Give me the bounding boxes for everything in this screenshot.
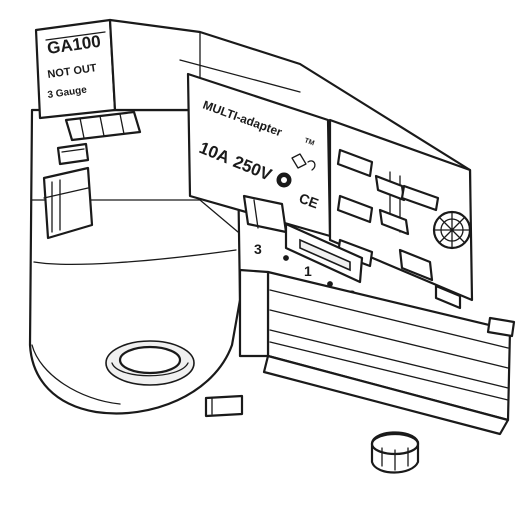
side-clip: [42, 166, 94, 240]
bottom-latch: [204, 394, 244, 418]
approval-mark-icon: [291, 153, 316, 171]
coupler-cylinder: [28, 108, 244, 418]
bayonet-cap-icon: [370, 431, 420, 474]
side-marking-line3: 3 Gauge: [47, 85, 88, 101]
phase-position-1: 1: [304, 263, 312, 279]
contact-mechanism: [328, 118, 474, 310]
ce-mark-icon: CE: [297, 190, 321, 212]
rotary-knob-icon: [432, 210, 472, 250]
certification-mark-icon: [276, 172, 292, 188]
label-trademark: TM: [303, 137, 315, 147]
svg-text:CE: CE: [297, 190, 321, 212]
phase-position-3: 3: [254, 241, 262, 257]
adapter-rail: [238, 268, 516, 474]
upper-housing-left: GA100 NOT OUT 3 Gauge: [34, 18, 142, 166]
